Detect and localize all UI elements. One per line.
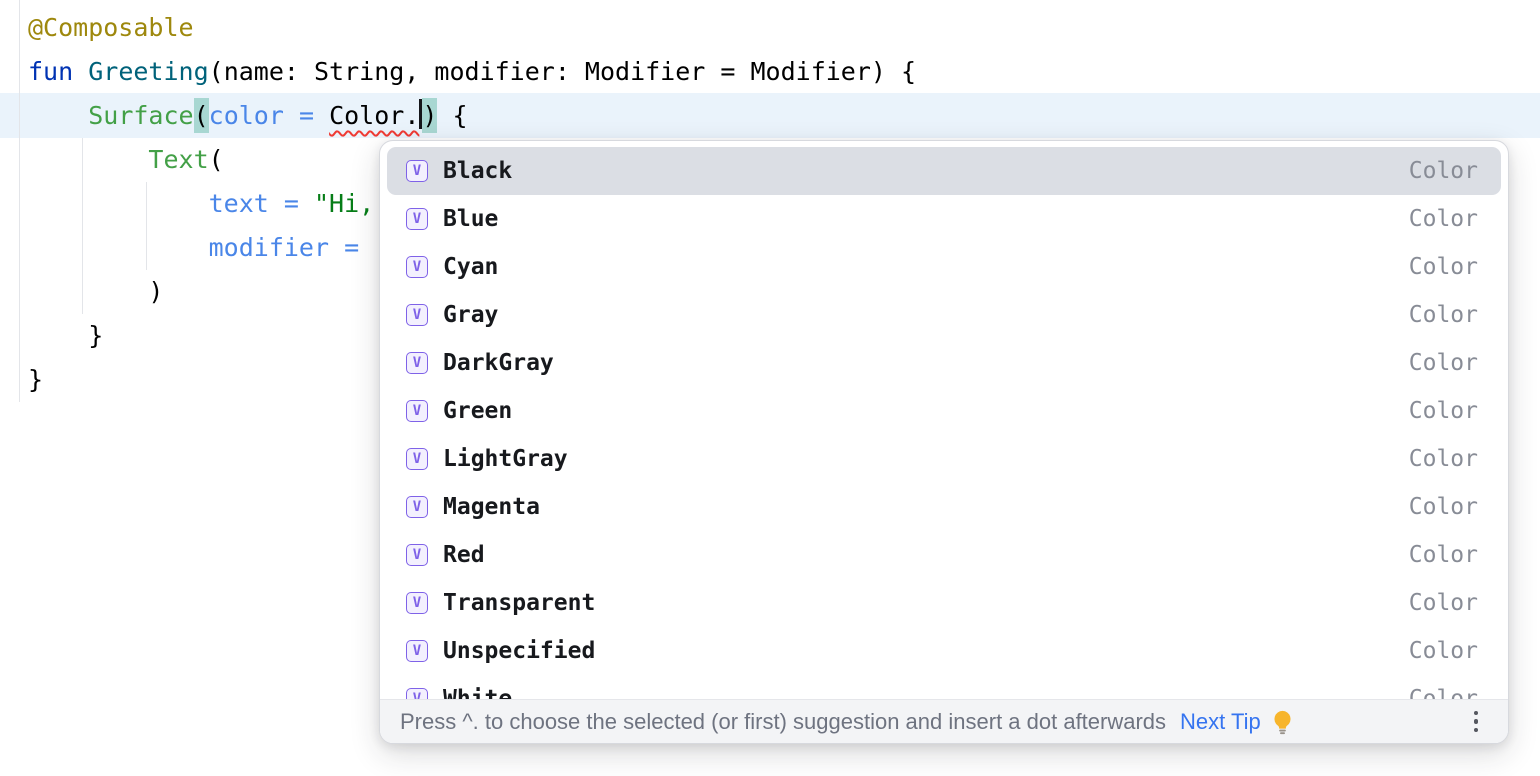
completion-item-label: Gray — [443, 302, 499, 328]
completion-item-type: Color — [1408, 590, 1478, 616]
code-line[interactable]: Surface(color = Color.) { — [28, 94, 916, 138]
code-line[interactable]: @Composable — [28, 6, 916, 50]
next-tip-link[interactable]: Next Tip — [1180, 708, 1261, 734]
value-icon: V — [406, 160, 428, 182]
token: ) — [28, 277, 164, 306]
value-icon: V — [406, 256, 428, 278]
token: "Hi, — [313, 189, 375, 218]
token: ( — [208, 145, 224, 174]
kebab-menu-icon — [1473, 710, 1478, 716]
token: text = — [208, 189, 314, 218]
more-options-button[interactable] — [1470, 707, 1483, 737]
token — [28, 233, 209, 262]
value-icon: V — [406, 208, 428, 230]
completion-item-label: DarkGray — [443, 350, 554, 376]
completion-item-white[interactable]: V White Color — [387, 675, 1501, 701]
token: modifier = — [208, 233, 375, 262]
completion-item-label: White — [443, 686, 513, 701]
completion-item-gray[interactable]: V Gray Color — [387, 291, 1501, 339]
token: } — [28, 321, 104, 350]
completion-item-type: Color — [1408, 350, 1478, 376]
completion-item-type: Color — [1408, 638, 1478, 664]
completion-hint-bar: Press ^. to choose the selected (or firs… — [380, 699, 1508, 743]
token: (name: String, modifier: Modifier = Modi… — [208, 57, 917, 86]
token — [28, 189, 209, 218]
completion-item-green[interactable]: V Green Color — [387, 387, 1501, 435]
token: } — [28, 365, 44, 394]
value-icon: V — [406, 352, 428, 374]
value-icon: V — [406, 448, 428, 470]
value-icon: V — [406, 640, 428, 662]
code-line[interactable]: modifier = — [28, 226, 916, 270]
indent-guide — [146, 182, 147, 270]
completion-item-type: Color — [1408, 446, 1478, 472]
completion-item-red[interactable]: V Red Color — [387, 531, 1501, 579]
code-line[interactable]: fun Greeting(name: String, modifier: Mod… — [28, 50, 916, 94]
completion-item-unspecified[interactable]: V Unspecified Color — [387, 627, 1501, 675]
completion-item-blue[interactable]: V Blue Color — [387, 195, 1501, 243]
value-icon: V — [406, 592, 428, 614]
value-icon: V — [406, 400, 428, 422]
code-line[interactable]: ) — [28, 270, 916, 314]
completion-item-label: Black — [443, 158, 513, 184]
code-line[interactable]: Text( — [28, 138, 916, 182]
completion-item-label: Unspecified — [443, 638, 596, 664]
completion-item-type: Color — [1408, 206, 1478, 232]
token — [28, 145, 148, 174]
completion-item-type: Color — [1408, 158, 1478, 184]
token — [73, 57, 88, 86]
code-line[interactable]: } — [28, 314, 916, 358]
completion-item-transparent[interactable]: V Transparent Color — [387, 579, 1501, 627]
indent-guide — [82, 138, 83, 314]
text-caret — [419, 99, 423, 129]
completion-item-lightgray[interactable]: V LightGray Color — [387, 435, 1501, 483]
completion-list: V Black Color V Blue Color V Cyan Color … — [380, 147, 1508, 701]
gutter-separator — [19, 0, 20, 402]
completion-item-label: Blue — [443, 206, 499, 232]
completion-hint-text: Press ^. to choose the selected (or firs… — [400, 708, 1167, 734]
completion-item-type: Color — [1408, 302, 1478, 328]
completion-item-type: Color — [1408, 542, 1478, 568]
completion-item-label: Cyan — [443, 254, 499, 280]
completion-item-type: Color — [1408, 398, 1478, 424]
completion-item-black[interactable]: V Black Color — [387, 147, 1501, 195]
code-text: @Composable fun Greeting(name: String, m… — [28, 6, 916, 402]
token: { — [437, 101, 468, 130]
value-icon: V — [406, 688, 428, 701]
completion-item-darkgray[interactable]: V DarkGray Color — [387, 339, 1501, 387]
completion-item-label: Magenta — [443, 494, 540, 520]
current-line-highlight — [0, 93, 1540, 138]
lightbulb-icon — [1269, 708, 1296, 735]
value-icon: V — [406, 544, 428, 566]
code-line[interactable]: } — [28, 358, 916, 402]
completion-item-type: Color — [1408, 254, 1478, 280]
token: fun — [28, 57, 74, 86]
completion-item-type: Color — [1408, 686, 1478, 701]
value-icon: V — [406, 496, 428, 518]
value-icon: V — [406, 304, 428, 326]
completion-popup: V Black Color V Blue Color V Cyan Color … — [379, 140, 1509, 744]
token — [28, 101, 88, 130]
completion-item-magenta[interactable]: V Magenta Color — [387, 483, 1501, 531]
token: Greeting — [88, 57, 209, 86]
completion-item-label: LightGray — [443, 446, 568, 472]
completion-item-label: Transparent — [443, 590, 596, 616]
completion-item-type: Color — [1408, 494, 1478, 520]
token: color = — [208, 101, 330, 130]
error-token: Color. — [329, 101, 420, 130]
completion-item-cyan[interactable]: V Cyan Color — [387, 243, 1501, 291]
completion-item-label: Red — [443, 542, 485, 568]
matched-brace: ) — [422, 98, 438, 133]
completion-item-label: Green — [443, 398, 513, 424]
token: Text — [148, 145, 209, 174]
matched-brace: ( — [193, 98, 209, 133]
code-line[interactable]: text = "Hi, — [28, 182, 916, 226]
token: Surface — [88, 101, 194, 130]
token: @Composable — [28, 13, 194, 42]
